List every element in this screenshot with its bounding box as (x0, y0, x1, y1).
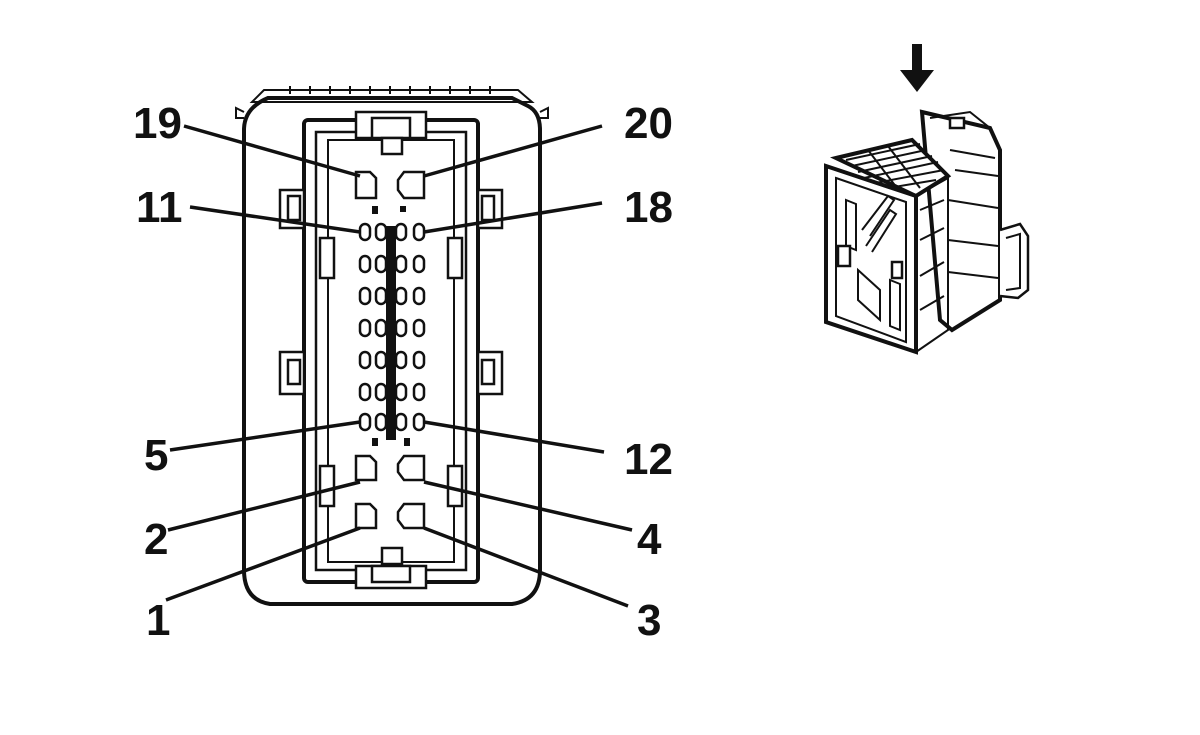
pin-label-18: 18 (624, 183, 673, 232)
pin-label-4: 4 (637, 515, 662, 564)
connector-front-view (235, 86, 549, 606)
down-arrow-icon (900, 44, 934, 92)
pin-label-20: 20 (624, 99, 673, 148)
pin-label-2: 2 (144, 515, 168, 564)
pin-label-11: 11 (136, 183, 183, 232)
pin-label-1: 1 (146, 596, 170, 645)
pin-label-12: 12 (624, 435, 673, 484)
pin-label-5: 5 (144, 431, 168, 480)
signal-pin-grid (358, 206, 426, 446)
pin-label-3: 3 (637, 596, 661, 645)
pin-labels: 19 20 11 18 5 12 2 4 1 3 (133, 99, 673, 645)
connector-isometric-view (824, 109, 1030, 355)
top-ribs (289, 86, 491, 94)
pin-label-19: 19 (133, 99, 182, 148)
large-cavities (354, 170, 426, 530)
leader-lines (165, 124, 633, 608)
